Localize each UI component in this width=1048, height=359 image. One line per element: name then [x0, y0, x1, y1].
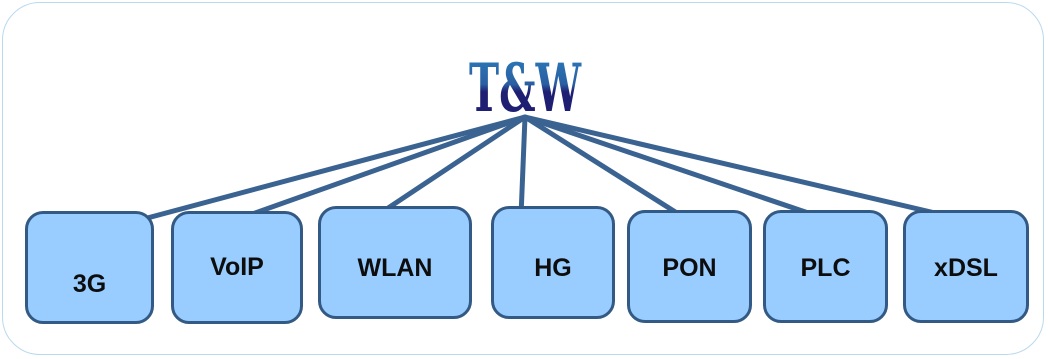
node-label-hg: HG: [534, 254, 572, 282]
node-label-pon: PON: [662, 254, 717, 282]
node-label-voip: VoIP: [210, 253, 264, 281]
node-plc: PLC: [763, 210, 888, 323]
node-pon: PON: [627, 210, 752, 323]
node-label-plc: PLC: [800, 254, 851, 282]
node-wlan: WLAN: [318, 206, 472, 319]
tw-logo: T&W: [469, 49, 582, 115]
node-label-wlan: WLAN: [357, 254, 433, 282]
logo-text: T&W: [469, 49, 582, 115]
node-hg: HG: [491, 206, 615, 319]
node-voip: VoIP: [171, 211, 303, 324]
node-xdsl: xDSL: [903, 210, 1029, 323]
node-label-3g: 3G: [72, 270, 107, 298]
node-3g: 3G: [25, 211, 154, 324]
node-label-xdsl: xDSL: [934, 254, 998, 282]
